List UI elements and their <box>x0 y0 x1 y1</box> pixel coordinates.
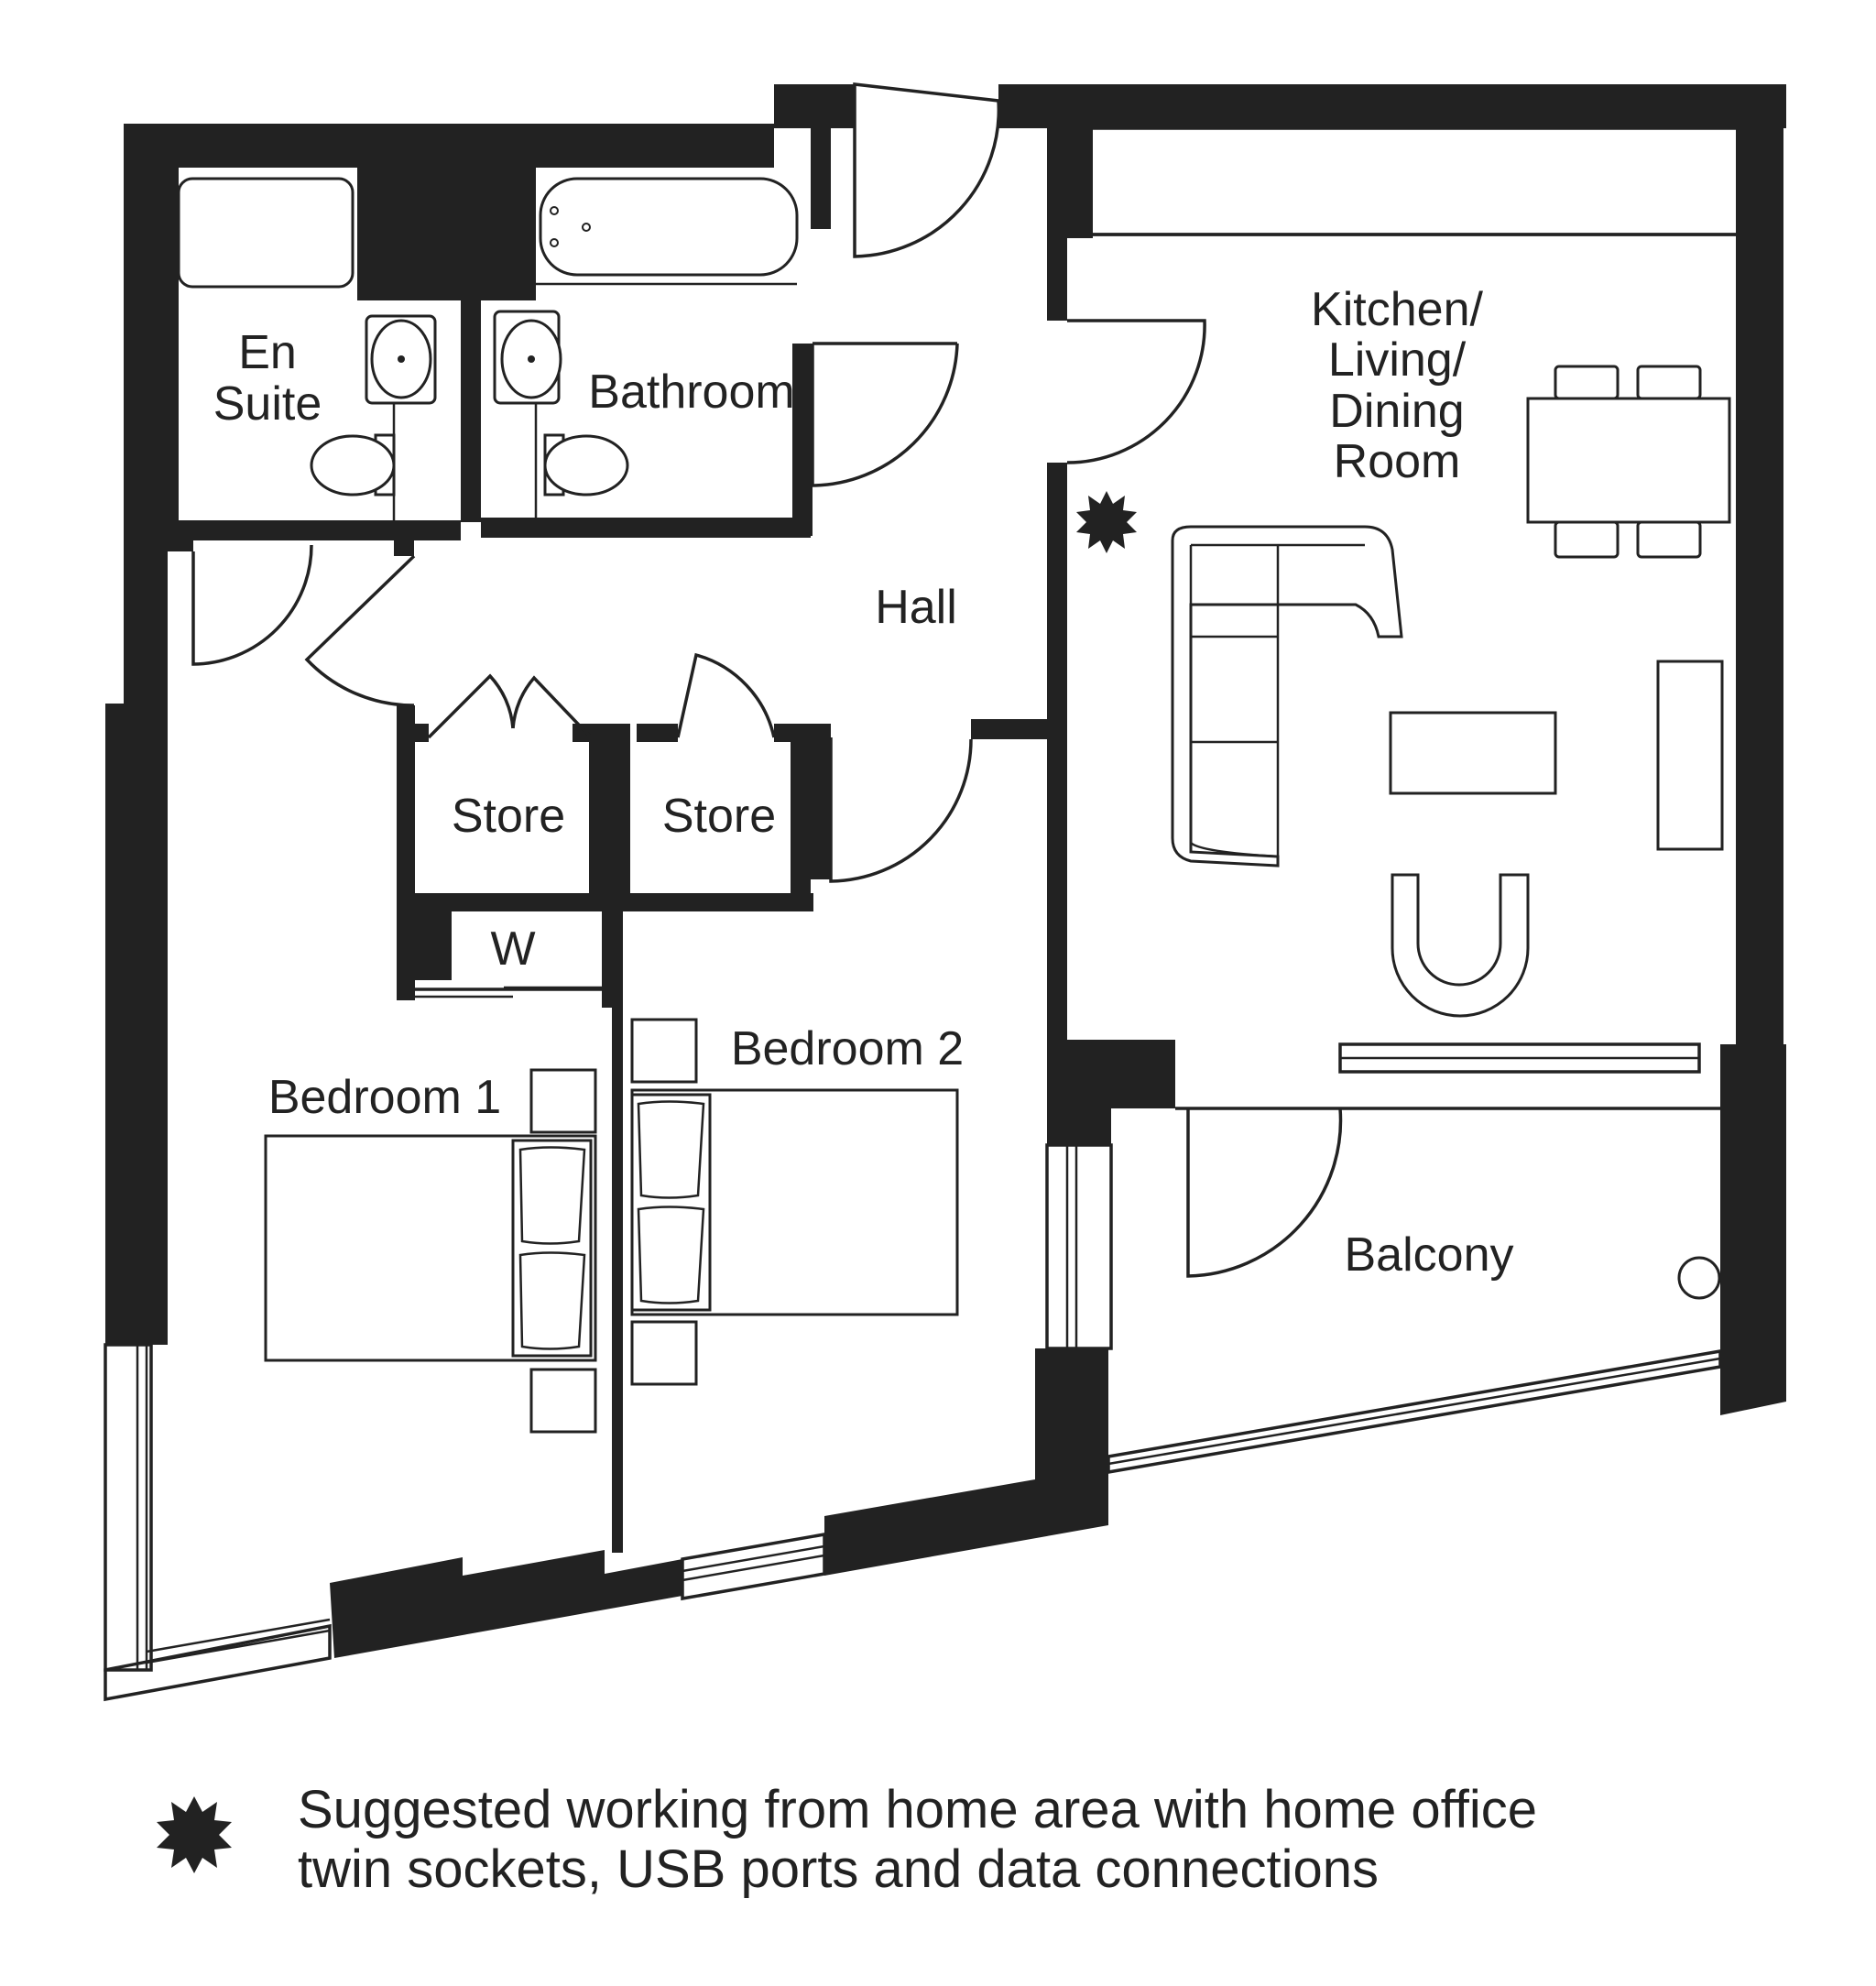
bedroom2-label: Bedroom 2 <box>731 1022 964 1075</box>
wfh-starburst-icon <box>1076 491 1137 553</box>
fixtures <box>177 177 1736 522</box>
balcony-label: Balcony <box>1345 1228 1514 1282</box>
en-suite-label-line2: Suite <box>213 377 322 431</box>
wardrobe-label: W <box>490 922 535 976</box>
bathroom-label: Bathroom <box>588 366 794 419</box>
kitchen-label-line2: Living/ <box>1328 333 1467 387</box>
walls <box>104 84 1786 1702</box>
legend-line1: Suggested working from home area with ho… <box>298 1780 1537 1839</box>
store-right-label: Store <box>662 790 776 843</box>
en-suite-label-line1: En <box>238 326 297 379</box>
furniture <box>264 365 1731 1434</box>
room-labels: En Suite Bathroom Hall Kitchen/ Living/ … <box>213 283 1514 1282</box>
kitchen-label-line1: Kitchen/ <box>1311 283 1483 336</box>
legend-starburst-icon <box>157 1796 232 1873</box>
bedroom1-label: Bedroom 1 <box>268 1071 501 1124</box>
legend-line2: twin sockets, USB ports and data connect… <box>298 1839 1379 1899</box>
hall-label: Hall <box>875 581 957 634</box>
legend: Suggested working from home area with ho… <box>157 1780 1537 1899</box>
kitchen-label-line3: Dining <box>1329 385 1464 438</box>
kitchen-label-line4: Room <box>1334 435 1461 488</box>
doors <box>191 82 1343 1278</box>
store-left-label: Store <box>452 790 565 843</box>
